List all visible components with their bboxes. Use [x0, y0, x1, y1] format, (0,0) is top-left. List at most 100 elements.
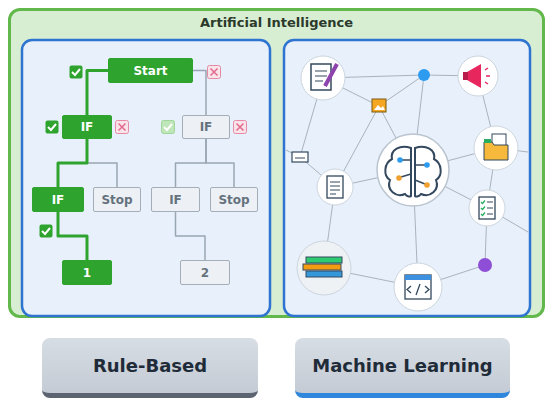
keyboard-shape [292, 152, 308, 162]
decision-box: IF [151, 187, 200, 212]
megaphone-icon [458, 56, 498, 96]
book-shape [303, 264, 341, 270]
decision-box: IF [62, 115, 112, 139]
book-shape [306, 257, 342, 263]
tree-connector [176, 139, 207, 187]
check-box-shape [162, 121, 175, 134]
document-pen-icon [301, 56, 345, 100]
cross-box [208, 66, 221, 79]
check-glyph [72, 69, 80, 75]
tree-connector [58, 139, 87, 187]
list-checks [481, 201, 485, 216]
circuit-dot [424, 182, 430, 188]
circuit-dot [396, 175, 402, 181]
cross-glyph [237, 124, 244, 131]
check-box [70, 66, 83, 79]
outcome-box: 1 [62, 260, 112, 285]
icon-circle [317, 169, 353, 205]
brain-icon [377, 134, 449, 206]
tree-connector [193, 71, 206, 116]
category-button: Machine Learning [295, 338, 510, 398]
icon-circle [394, 263, 442, 311]
folder-icon [474, 126, 518, 170]
check-glyph [42, 228, 50, 234]
box-label: 1 [83, 266, 91, 280]
box-label: IF [52, 193, 65, 207]
box-label: 2 [201, 266, 209, 280]
sound-marks [485, 68, 490, 84]
box-label: Stop [218, 193, 249, 207]
category-button: Rule-Based [42, 338, 258, 398]
list-shape [479, 197, 495, 219]
check-box-shape [40, 225, 53, 238]
start-box: Start [108, 58, 193, 83]
pen-shape [325, 64, 337, 86]
outcome-box: 2 [180, 260, 230, 285]
megaphone-shape [467, 64, 481, 88]
decision-box: IF [182, 115, 230, 139]
brain-circuit [401, 160, 425, 184]
box-label: IF [81, 120, 94, 134]
check-box [46, 121, 59, 134]
rule-panel [22, 40, 270, 316]
check-box-shape [46, 121, 59, 134]
icon-circle [474, 126, 518, 170]
document-icon [317, 169, 353, 205]
tree-connector [58, 212, 87, 260]
window-shape [405, 275, 431, 299]
icon-circle [458, 56, 498, 96]
cross-glyph [119, 124, 126, 131]
check-box [40, 225, 53, 238]
window-bar [405, 275, 431, 280]
brain-left [385, 147, 411, 197]
ml-panel [284, 40, 530, 316]
icon-circle [301, 56, 345, 100]
button-label: Machine Learning [312, 355, 492, 376]
image-frame [372, 99, 386, 112]
cross-box [116, 121, 129, 134]
books-icon [297, 241, 351, 295]
button-label: Rule-Based [93, 355, 207, 376]
icon-circle [377, 134, 449, 206]
check-glyph [48, 124, 56, 130]
circuit-dot [397, 157, 403, 163]
check-box-shape [70, 66, 83, 79]
network-dot [478, 258, 492, 272]
image-mountain [374, 105, 385, 110]
cross-box-shape [234, 121, 247, 134]
check-box-faded [162, 121, 175, 134]
circuit-dot [424, 162, 430, 168]
document-shape [327, 176, 343, 198]
code-glyph [407, 284, 429, 295]
frame-title: Artificial Intelligence [11, 15, 542, 30]
image-icon [372, 99, 386, 112]
box-label: IF [169, 193, 182, 207]
checklist-icon [469, 190, 505, 226]
decision-box: IF [32, 187, 84, 212]
tree-connector [87, 139, 117, 187]
book-shape [306, 271, 342, 277]
stop-box: Stop [210, 187, 258, 212]
document-lines [330, 182, 340, 194]
cross-box-shape [116, 121, 129, 134]
check-glyph [164, 124, 172, 130]
code-window-icon [394, 263, 442, 311]
cross-box-shape [208, 66, 221, 79]
stop-box: Stop [93, 187, 141, 212]
tree-connector [206, 139, 234, 187]
list-lines [487, 202, 493, 214]
tree-connector [176, 212, 206, 260]
cross-box [234, 121, 247, 134]
network-dot [418, 69, 430, 81]
box-label: Start [133, 64, 167, 78]
keyboard-keys [295, 158, 305, 159]
document-lines [315, 71, 327, 81]
brain-right [415, 147, 441, 197]
keyboard-icon [292, 152, 308, 162]
box-label: Stop [101, 193, 132, 207]
cross-glyph [211, 69, 218, 76]
icon-circle [297, 241, 351, 295]
box-label: IF [200, 120, 213, 134]
icon-circle [469, 190, 505, 226]
folder-shape [484, 142, 508, 160]
